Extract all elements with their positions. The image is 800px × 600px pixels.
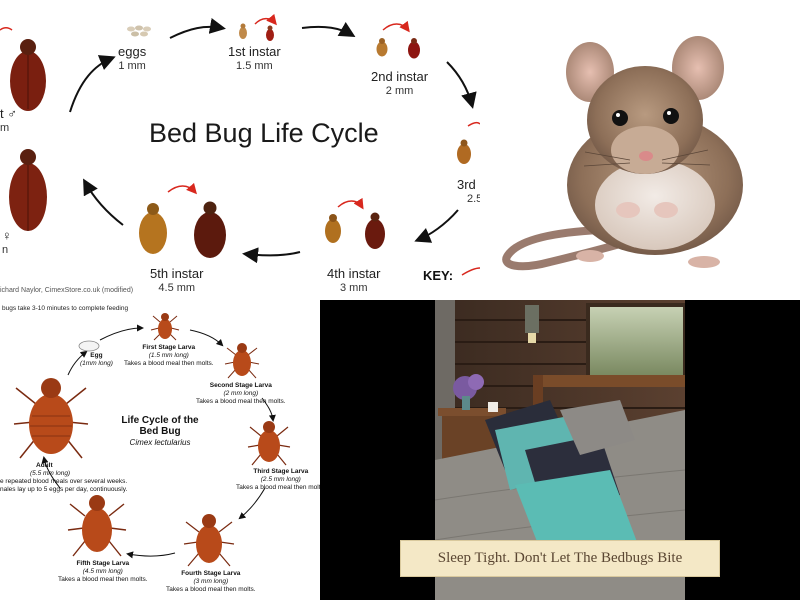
first-stage-label: First Stage Larva(1.5 mm long)Takes a bl… xyxy=(124,344,214,367)
fifth-instar-fed-photo xyxy=(194,201,226,258)
fifth-stage-larva-illustration xyxy=(67,495,127,557)
second-instar-fed-photo xyxy=(408,38,420,59)
adult-male-photo xyxy=(10,39,46,111)
feeding-note: bugs take 3-10 minutes to complete feedi… xyxy=(2,305,129,312)
illustration-arrows xyxy=(41,324,276,559)
illustration-title: Life Cycle of the Bed Bug Cimex lectular… xyxy=(120,415,200,448)
egg-label: Egg(1mm long) xyxy=(80,352,113,367)
egg-illustration xyxy=(78,340,100,352)
adult-female-label: ♀n xyxy=(2,228,12,256)
eggs-photo xyxy=(127,25,151,37)
fourth-stage-label: Fourth Stage Larva(3 mm long)Takes a blo… xyxy=(166,570,256,593)
cycle-arrows xyxy=(0,13,480,276)
caption-banner: Sleep Tight. Don't Let The Bedbugs Bite xyxy=(400,540,720,577)
illustration-subtitle: Cimex lectularius xyxy=(129,438,191,447)
first-stage-larva-illustration xyxy=(150,313,180,341)
second-stage-larva-illustration xyxy=(224,343,260,379)
fifth-instar-unfed-photo xyxy=(139,203,167,254)
fourth-instar-unfed-photo xyxy=(325,214,341,243)
second-stage-label: Second Stage Larva(2 mm long)Takes a blo… xyxy=(196,382,286,405)
fifth-stage-label: Fifth Stage Larva(4.5 mm long)Takes a bl… xyxy=(58,560,148,583)
first-instar-fed-photo xyxy=(266,25,274,41)
mouse-illustration xyxy=(502,36,743,271)
adult-male-label: t ♂m xyxy=(0,106,17,134)
second-instar-unfed-photo xyxy=(376,38,388,57)
image-credit: ichard Naylor, CimexStore.co.uk (modifie… xyxy=(0,287,134,294)
fourth-instar-fed-photo xyxy=(365,212,385,249)
illustration-title-line1: Life Cycle of the Bed Bug xyxy=(121,415,199,437)
mouse-photo xyxy=(480,0,800,300)
third-stage-larva-illustration xyxy=(247,421,291,466)
first-instar-unfed-photo xyxy=(239,23,247,39)
fourth-stage-larva-illustration xyxy=(183,514,235,567)
adult-bed-bug-illustration xyxy=(13,378,89,459)
life-cycle-title: Bed Bug Life Cycle xyxy=(149,118,379,148)
third-stage-label: Third Stage Larva(2.5 mm long)Takes a bl… xyxy=(236,468,326,491)
adult-label: Adult(5.5 mm long)e repeated blood meals… xyxy=(0,462,128,493)
key-label: KEY: xyxy=(423,268,454,283)
adult-female-photo xyxy=(9,149,47,231)
third-instar-photo xyxy=(457,139,471,164)
